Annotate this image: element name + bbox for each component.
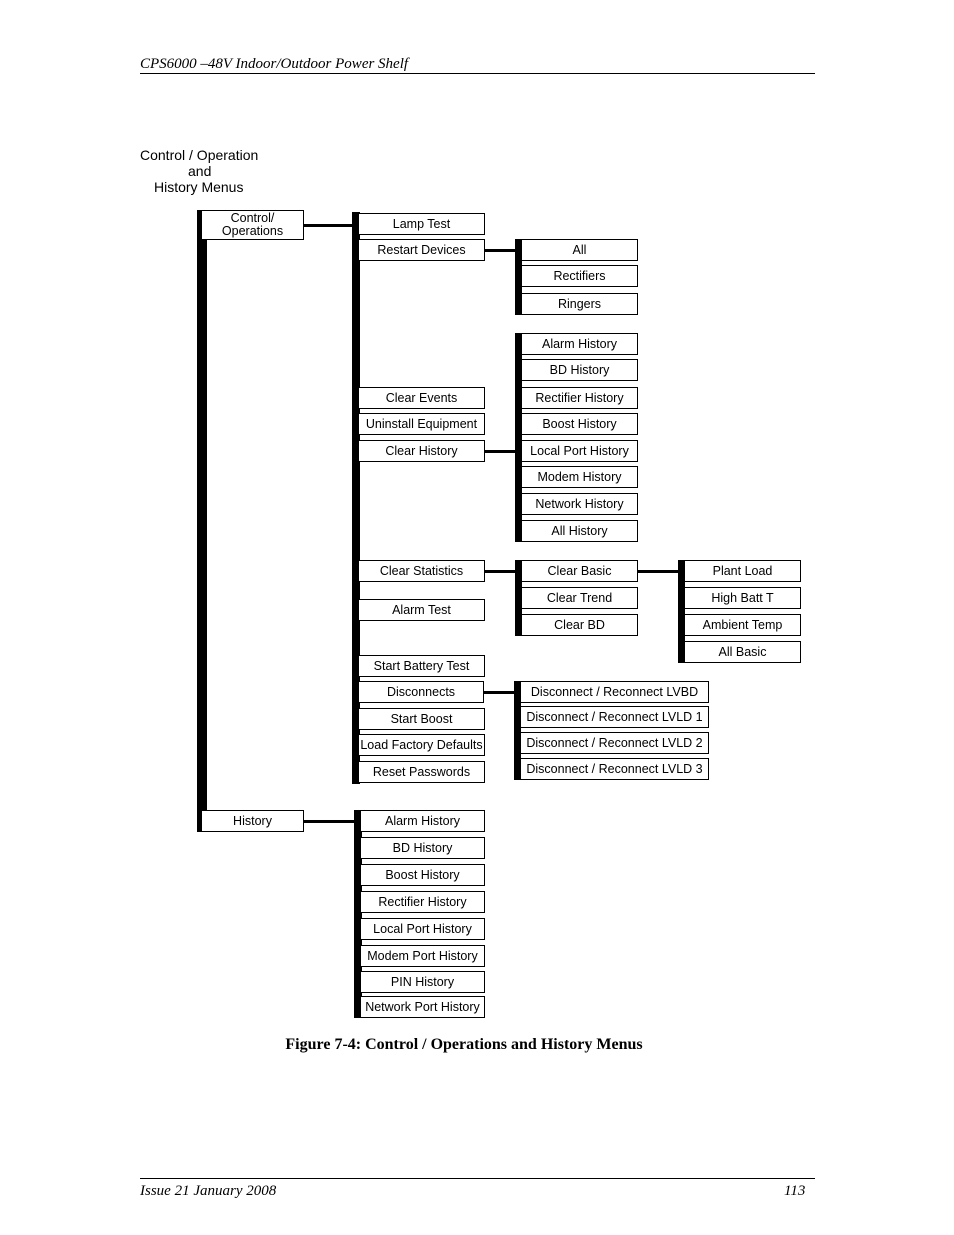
footer-rule (140, 1178, 815, 1179)
menu-box-disconnect-lvld-3: Disconnect / Reconnect LVLD 3 (520, 758, 709, 780)
diagram-title-line: Control / Operation (140, 147, 259, 163)
disconnects-bar (514, 681, 521, 780)
menu-box-network-port-history: Network Port History (360, 996, 485, 1018)
menu-box-reset-passwords: Reset Passwords (358, 761, 485, 783)
menu-box-clear-all-history: All History (521, 520, 638, 542)
menu-box-clear-bd-history: BD History (521, 359, 638, 381)
menu-box-clear-modem-history: Modem History (521, 466, 638, 488)
diagram-title-line: History Menus (154, 179, 244, 195)
connector-clear-statistics (485, 570, 517, 573)
menu-box-bd-history: BD History (360, 837, 485, 859)
connector-restart-devices (485, 249, 517, 252)
menu-box-clear-local-port-history: Local Port History (521, 440, 638, 462)
menu-box-clear-statistics: Clear Statistics (358, 560, 485, 582)
connector-control-operations (304, 224, 354, 227)
menu-box-disconnect-lvbd: Disconnect / Reconnect LVBD (520, 681, 709, 703)
menu-box-alarm-history: Alarm History (360, 810, 485, 832)
menu-box-clear-trend: Clear Trend (521, 587, 638, 609)
menu-box-disconnects: Disconnects (358, 681, 484, 703)
menu-box-modem-port-history: Modem Port History (360, 945, 485, 967)
menu-box-disconnect-lvld-2: Disconnect / Reconnect LVLD 2 (520, 732, 709, 754)
menu-box-clear-bd: Clear BD (521, 614, 638, 636)
menu-box-ambient-temp: Ambient Temp (684, 614, 801, 636)
running-header: CPS6000 –48V Indoor/Outdoor Power Shelf (140, 56, 409, 72)
menu-box-all: All (521, 239, 638, 261)
footer-issue: Issue 21 January 2008 (140, 1183, 277, 1199)
menu-box-restart-devices: Restart Devices (358, 239, 485, 261)
diagram-title-line: and (188, 163, 212, 179)
menu-box-plant-load: Plant Load (684, 560, 801, 582)
menu-box-all-basic: All Basic (684, 641, 801, 663)
menu-box-clear-history: Clear History (358, 440, 485, 462)
menu-box-local-port-history: Local Port History (360, 918, 485, 940)
menu-box-clear-network-history: Network History (521, 493, 638, 515)
menu-box-alarm-test: Alarm Test (358, 599, 485, 621)
menu-box-rectifiers: Rectifiers (521, 265, 638, 287)
menu-box-history: History (201, 810, 304, 832)
clear-basic-bar (678, 560, 685, 663)
menu-box-clear-alarm-history: Alarm History (521, 333, 638, 355)
menu-box-lamp-test: Lamp Test (358, 213, 485, 235)
menu-box-pin-history: PIN History (360, 971, 485, 993)
menu-box-control-operations: Control/ Operations (201, 210, 304, 240)
control-operations-bar (352, 212, 360, 784)
connector-history (304, 820, 356, 823)
header-rule (140, 73, 815, 74)
page-number: 113 (784, 1183, 806, 1199)
history-bar (354, 810, 362, 1018)
menu-box-clear-events: Clear Events (358, 387, 485, 409)
menu-box-rectifier-history: Rectifier History (360, 891, 485, 913)
menu-box-start-boost: Start Boost (358, 708, 485, 730)
clear-history-bar (515, 333, 522, 542)
menu-box-ringers: Ringers (521, 293, 638, 315)
restart-devices-bar (515, 239, 522, 315)
figure-caption: Figure 7-4: Control / Operations and His… (285, 1036, 643, 1053)
menu-box-uninstall-equipment: Uninstall Equipment (358, 413, 485, 435)
menu-box-clear-boost-history: Boost History (521, 413, 638, 435)
clear-statistics-bar (515, 560, 522, 636)
menu-box-load-factory-defaults: Load Factory Defaults (358, 734, 485, 756)
root-bar (197, 210, 207, 832)
menu-box-high-batt-t: High Batt T (684, 587, 801, 609)
menu-box-clear-basic: Clear Basic (521, 560, 638, 582)
menu-box-boost-history: Boost History (360, 864, 485, 886)
menu-box-disconnect-lvld-1: Disconnect / Reconnect LVLD 1 (520, 706, 709, 728)
connector-disconnects (484, 691, 516, 694)
menu-box-start-battery-test: Start Battery Test (358, 655, 485, 677)
connector-clear-basic (638, 570, 680, 573)
diagram-title: Control / Operation and History Menus (140, 147, 258, 195)
menu-box-clear-rectifier-history: Rectifier History (521, 387, 638, 409)
connector-clear-history (485, 450, 517, 453)
